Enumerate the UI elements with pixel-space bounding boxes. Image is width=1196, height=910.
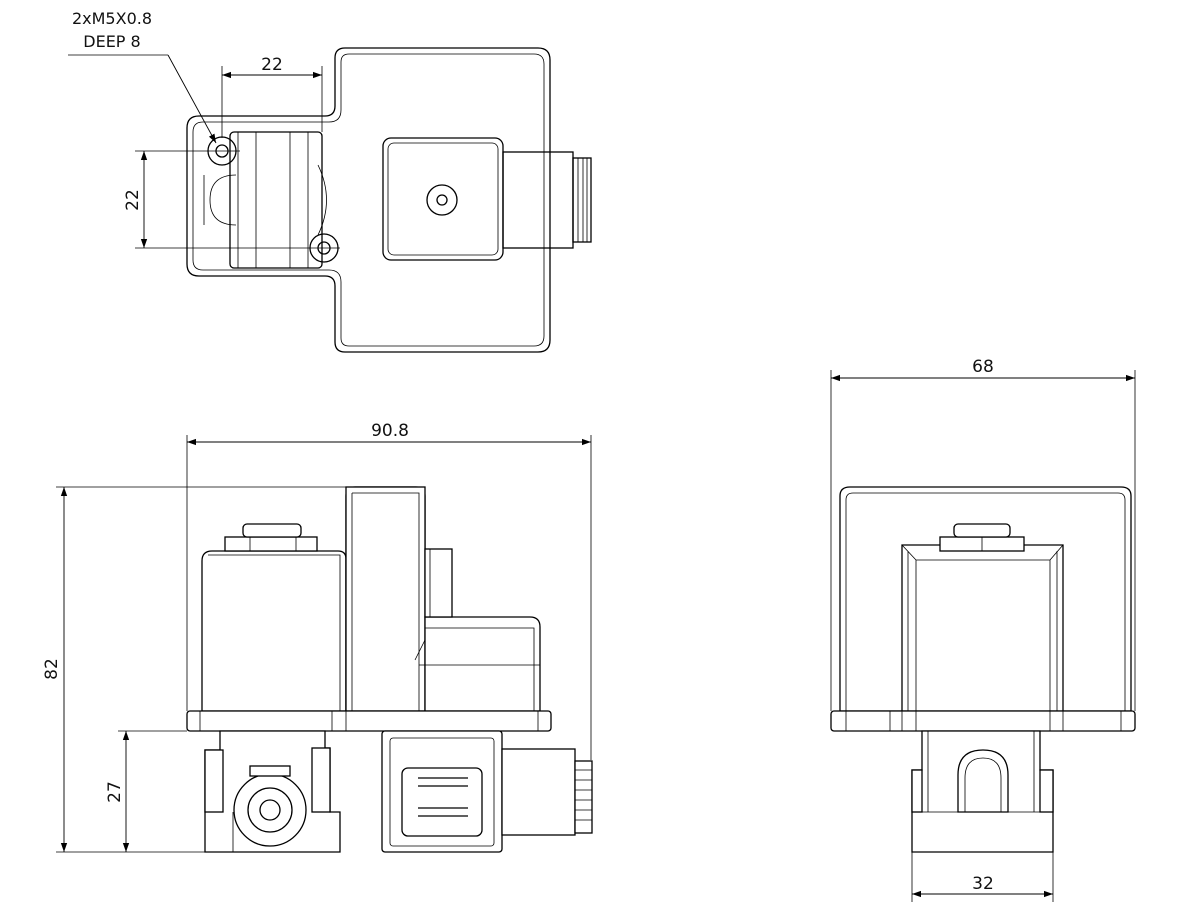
front-view-step bbox=[424, 616, 541, 712]
top-view-connector-knob bbox=[572, 157, 592, 243]
side-view-base-plate bbox=[830, 710, 1136, 732]
front-view-knob bbox=[574, 760, 593, 834]
callout-thread: 2xM5X0.8 bbox=[72, 9, 152, 28]
top-view-solenoid bbox=[382, 137, 504, 261]
front-view-port bbox=[233, 773, 307, 847]
top-view-center-screw bbox=[426, 184, 458, 216]
side-view: 68 32 bbox=[830, 357, 1136, 902]
dim-side-width: 68 bbox=[972, 357, 994, 377]
dim-top-height: 22 bbox=[123, 189, 143, 211]
front-view: 90.8 82 27 bbox=[42, 421, 593, 853]
top-view-valve-body bbox=[229, 131, 323, 269]
front-view-nut bbox=[224, 536, 318, 552]
front-view-terminal bbox=[401, 767, 483, 837]
dim-side-base-width: 32 bbox=[972, 874, 994, 894]
top-view-housing-inner bbox=[192, 53, 545, 347]
side-view-port bbox=[957, 749, 1009, 813]
callout-depth: DEEP 8 bbox=[83, 32, 140, 51]
dim-front-height: 82 bbox=[42, 658, 62, 680]
top-view: 22 22 2xM5X0.8 DEEP 8 bbox=[68, 9, 592, 353]
dim-top-width: 22 bbox=[261, 55, 283, 75]
front-view-base-plate bbox=[186, 710, 552, 732]
top-view-housing-outer bbox=[186, 47, 551, 353]
side-view-inner-cover bbox=[901, 544, 1064, 712]
dim-front-base-height: 27 bbox=[105, 781, 125, 803]
front-view-cover bbox=[201, 550, 347, 712]
dim-front-width: 90.8 bbox=[371, 421, 409, 441]
top-view-connector bbox=[502, 151, 574, 249]
